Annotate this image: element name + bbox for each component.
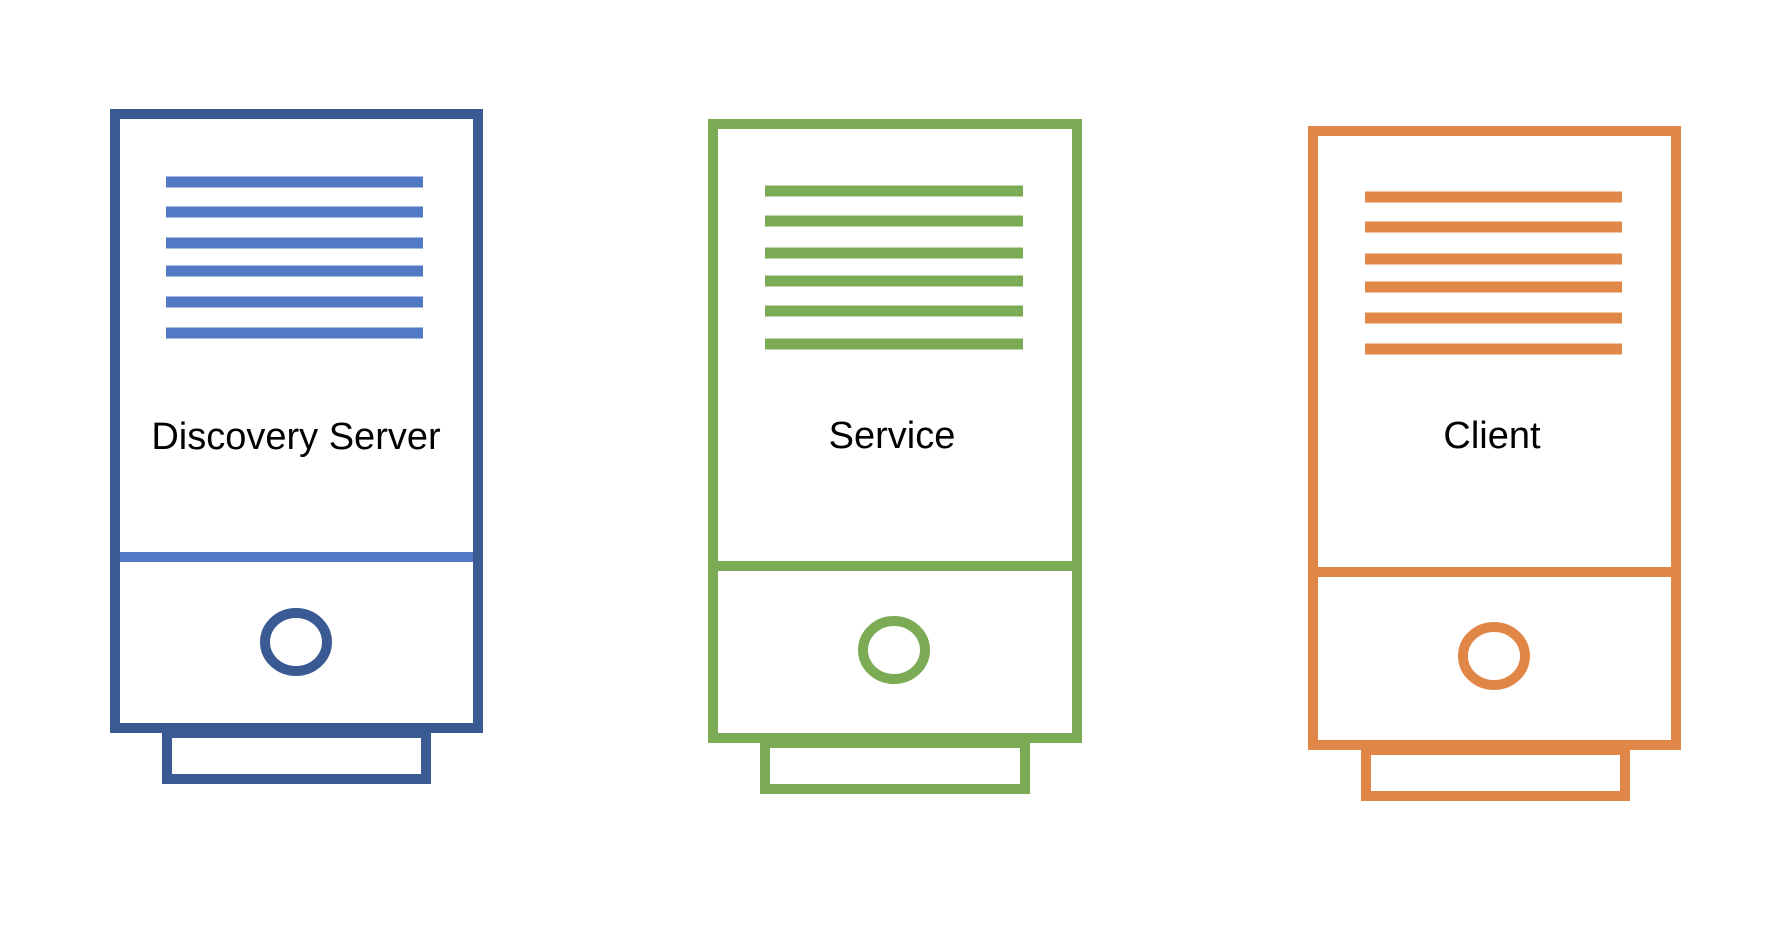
server-vent-lines [1365,191,1622,355]
server-vent-lines [765,185,1023,350]
server-stand [1361,745,1630,801]
power-button-icon [858,616,930,684]
server-stand [760,738,1030,794]
server-label: Client [1443,415,1541,457]
service-node: Service [708,119,1082,794]
power-button-icon [260,608,332,676]
client-node: Client [1308,126,1681,801]
server-label: Service [829,415,956,457]
server-label: Discovery Server [151,416,441,458]
discovery-server-node: Discovery Server [110,109,483,784]
power-button-icon [1458,622,1530,690]
server-stand [162,728,431,784]
server-vent-lines [166,176,423,339]
